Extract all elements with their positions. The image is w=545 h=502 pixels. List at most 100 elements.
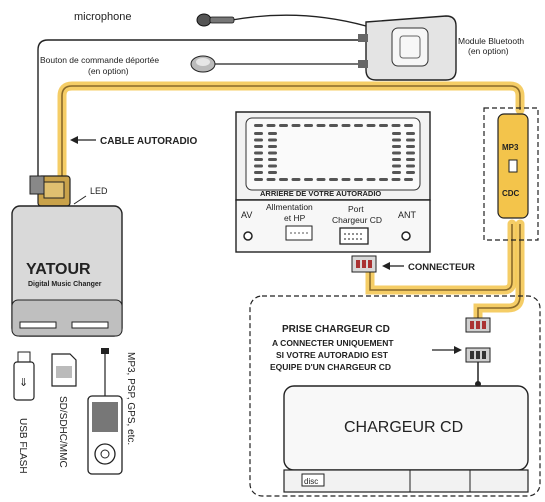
vent-slot	[379, 178, 388, 181]
vent-slot	[404, 124, 413, 127]
connecteur-label: CONNECTEUR	[408, 262, 475, 273]
connecteur-arrow	[382, 262, 404, 270]
disc-logo-icon: disc	[304, 477, 318, 486]
radio-vent-slots	[254, 124, 415, 181]
vent-slot	[404, 178, 413, 181]
devices-label: MP3, PSP, GPS, etc.	[125, 352, 136, 445]
changer-label: CHARGEUR CD	[344, 419, 463, 436]
remote-button-icon	[190, 55, 216, 73]
sd-card-icon	[51, 353, 77, 387]
vent-slot	[392, 158, 401, 161]
vent-slot	[341, 178, 351, 181]
usb-label: USB FLASH	[17, 418, 28, 474]
av-label: AV	[241, 210, 252, 220]
prise-label-line2: A CONNECTER UNIQUEMENT	[272, 338, 394, 348]
vent-slot	[379, 124, 388, 127]
vent-slot	[341, 124, 351, 127]
usb-flash-icon: ⇓	[13, 351, 35, 401]
bluetooth-module	[358, 15, 457, 81]
vent-slot	[392, 132, 401, 135]
microphone-cable	[231, 14, 367, 27]
radio-back-label: ARRIÈRE DE VOTRE AUTORADIO	[260, 189, 381, 198]
changer-dashed-box	[249, 295, 541, 497]
led-label: LED	[90, 186, 108, 196]
vent-slot	[291, 124, 301, 127]
vent-slot	[254, 151, 263, 155]
cable-autoradio-arrow	[70, 136, 96, 144]
brand-label: YATOUR	[26, 261, 91, 278]
vent-slot	[329, 124, 338, 127]
vent-slot	[406, 158, 415, 161]
module-dashed-box	[483, 107, 539, 241]
vent-slot	[329, 178, 338, 181]
brand-sub-label: Digital Music Changer	[28, 281, 102, 288]
vent-slot	[279, 124, 288, 127]
bluetooth-label-line1: Module Bluetooth	[458, 36, 524, 46]
cable-autoradio-label: CABLE AUTORADIO	[100, 136, 197, 147]
vent-slot	[392, 171, 401, 174]
vent-slot	[392, 138, 401, 142]
main-cable	[61, 85, 521, 182]
radio-back-unit	[235, 111, 431, 253]
microphone-icon	[196, 13, 235, 27]
prise-label-line3: SI VOTRE AUTORADIO EST	[276, 350, 389, 360]
vent-slot	[392, 145, 401, 148]
music-player-icon	[87, 348, 123, 475]
vent-slot	[304, 124, 313, 127]
svg-text:⇓: ⇓	[19, 377, 28, 389]
vent-slot	[254, 132, 263, 135]
vent-slot	[268, 138, 277, 142]
bluetooth-cable	[37, 39, 360, 176]
cdc-cable	[369, 224, 513, 291]
vent-slot	[254, 178, 263, 181]
vent-slot	[406, 171, 415, 174]
remote-label-line1: Bouton de commande déportée	[40, 55, 159, 65]
vent-slot	[268, 171, 277, 174]
prise-arrow	[432, 346, 462, 354]
prise-label-line4: EQUIPE D'UN CHARGEUR CD	[270, 362, 391, 372]
vent-slot	[254, 164, 263, 168]
vent-slot	[391, 124, 401, 127]
vent-slot	[254, 124, 263, 127]
yatour-device	[11, 175, 123, 337]
microphone-label: microphone	[74, 11, 131, 23]
vent-slot	[366, 124, 376, 127]
vent-slot	[406, 164, 415, 168]
prise-connector	[465, 317, 491, 387]
cdc-label: CDC	[502, 189, 520, 198]
vent-slot	[406, 132, 415, 135]
vent-slot	[391, 178, 401, 181]
mp3-cdc-module	[497, 113, 529, 219]
vent-slot	[266, 178, 276, 181]
vent-slot	[354, 124, 363, 127]
vent-slot	[406, 138, 415, 142]
alim-label-line1: Allmentation	[266, 202, 313, 212]
mp3-label: MP3	[502, 143, 519, 152]
vent-slot	[366, 178, 376, 181]
ant-label: ANT	[398, 210, 417, 220]
sd-label: SD/SDHC/MMC	[57, 396, 68, 468]
vent-slot	[392, 164, 401, 168]
vent-slot	[254, 171, 263, 174]
vent-slot	[279, 178, 288, 181]
port-label-line2: Chargeur CD	[332, 215, 382, 225]
bluetooth-label-line2: (en option)	[468, 46, 509, 56]
vent-slot	[254, 158, 263, 161]
vent-slot	[268, 132, 277, 135]
vent-slot	[268, 164, 277, 168]
led-pointer	[73, 195, 87, 205]
prise-label-line1: PRISE CHARGEUR CD	[282, 324, 390, 335]
vent-slot	[268, 145, 277, 148]
vent-slot	[254, 145, 263, 148]
vent-slot	[354, 178, 363, 181]
vent-slot	[316, 178, 326, 181]
vent-slot	[406, 151, 415, 155]
vent-slot	[392, 151, 401, 155]
port-label-line1: Port	[348, 204, 364, 214]
vent-slot	[254, 138, 263, 142]
vent-slot	[291, 178, 301, 181]
vent-slot	[268, 158, 277, 161]
vent-slot	[316, 124, 326, 127]
